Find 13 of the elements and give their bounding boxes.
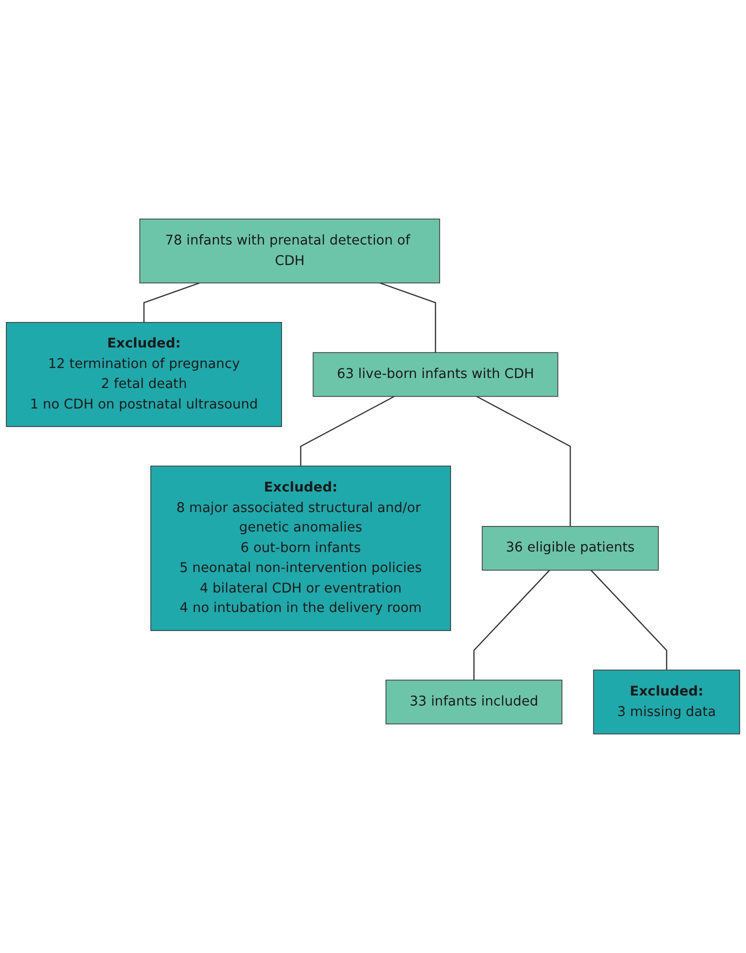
node-box: Excluded: 3 missing data [593,670,740,734]
connector [590,570,668,670]
node-box: Excluded: 8 major associated structural and/or genetic anomalies 6 out-born infants 5 neonatal non-intervention policies 4 bilateral CDH or eventration 4 no intubation in the delivery room [150,466,452,631]
node-box: 33 infants included [386,680,562,724]
node-box: 63 live-born infants with CDH [312,352,558,397]
connector [143,282,200,322]
connector [300,396,395,466]
connector [473,570,550,680]
node-box: 78 infants with prenatal detection of CDH [139,218,440,284]
node-box: 36 eligible patients [482,526,659,571]
node-box: Excluded: 12 termination of pregnancy 2 fetal death 1 no CDH on postnatal ultrasound [6,322,282,427]
connector [476,396,571,526]
connector [380,282,436,353]
